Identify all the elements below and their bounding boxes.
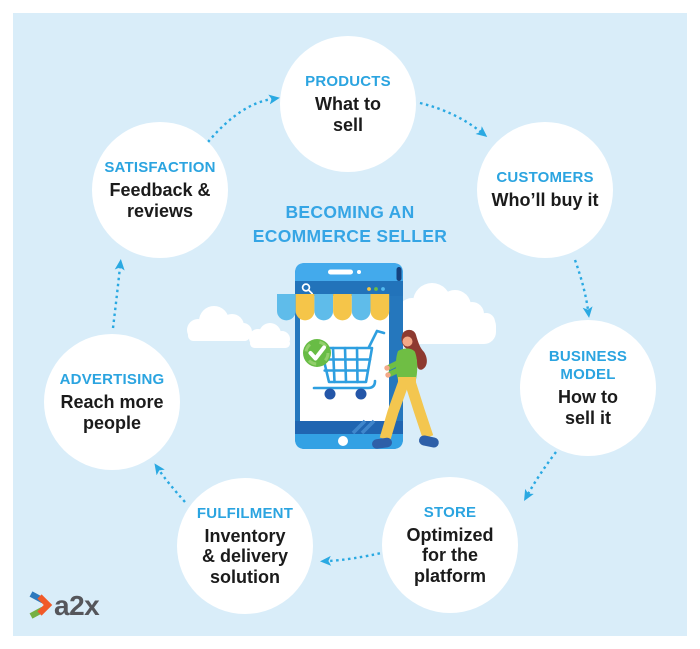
cloud-shape bbox=[249, 323, 290, 348]
cloud-shape bbox=[398, 283, 496, 344]
a2x-logo-text: a2x bbox=[54, 590, 100, 621]
step-products: PRODUCTS What to sell bbox=[280, 36, 416, 172]
a2x-chevron-icon bbox=[29, 591, 53, 619]
step-fulfilment-body: Inventory & delivery solution bbox=[201, 525, 289, 587]
step-business-model-body: How to sell it bbox=[558, 387, 618, 428]
step-satisfaction: SATISFACTION Feedback & reviews bbox=[92, 122, 228, 258]
storefront-awning bbox=[277, 294, 390, 321]
step-store-heading: STORE bbox=[423, 503, 477, 521]
step-business-model: BUSINESS MODEL How to sell it bbox=[520, 320, 656, 456]
phone-speaker bbox=[328, 269, 361, 275]
step-business-model-heading: BUSINESS MODEL bbox=[548, 347, 628, 383]
step-customers: CUSTOMERS Who’ll buy it bbox=[477, 122, 613, 258]
step-customers-heading: CUSTOMERS bbox=[496, 169, 594, 187]
shopping-cart-icon bbox=[312, 329, 386, 390]
step-advertising-heading: ADVERTISING bbox=[59, 370, 165, 388]
ecommerce-illustration bbox=[187, 263, 496, 449]
phone-illustration bbox=[277, 263, 403, 449]
step-satisfaction-heading: SATISFACTION bbox=[104, 158, 216, 176]
step-satisfaction-body: Feedback & reviews bbox=[109, 180, 211, 221]
phone-side-button bbox=[396, 267, 402, 281]
step-store-body: Optimized for the platform bbox=[406, 524, 494, 586]
search-icon bbox=[301, 283, 314, 295]
step-fulfilment: FULFILMENT Inventory & delivery solution bbox=[177, 478, 313, 614]
step-advertising: ADVERTISING Reach more people bbox=[44, 334, 180, 470]
phone-home-button bbox=[338, 436, 348, 446]
step-products-body: What to sell bbox=[315, 94, 381, 135]
woman-figure bbox=[372, 329, 439, 449]
step-store: STORE Optimized for the platform bbox=[382, 477, 518, 613]
step-fulfilment-heading: FULFILMENT bbox=[196, 504, 294, 522]
checkmark-icon bbox=[303, 339, 331, 367]
step-customers-body: Who’ll buy it bbox=[491, 190, 599, 211]
page-title: BECOMING AN ECOMMERCE SELLER bbox=[228, 201, 472, 248]
cloud-shape bbox=[187, 306, 252, 341]
browser-dots-icon bbox=[367, 287, 385, 291]
page-title-line1: BECOMING AN bbox=[285, 202, 415, 222]
a2x-logo: a2x bbox=[29, 590, 101, 621]
step-advertising-body: Reach more people bbox=[60, 392, 164, 433]
step-products-heading: PRODUCTS bbox=[305, 72, 391, 90]
page-title-line2: ECOMMERCE SELLER bbox=[252, 225, 448, 246]
